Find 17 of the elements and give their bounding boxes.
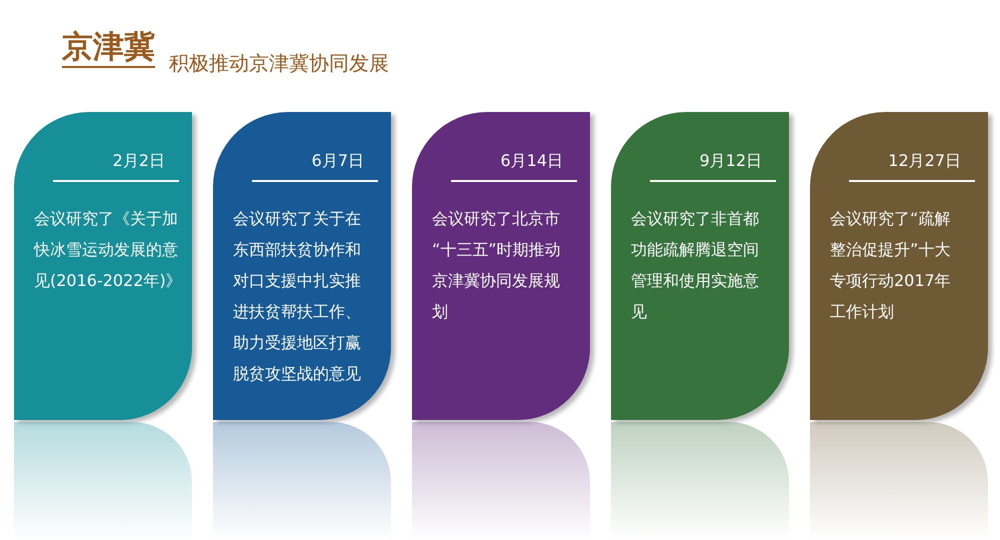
subtitle: 积极推动京津冀协同发展 xyxy=(169,50,389,76)
event-text: 会议研究了“疏解整治促提升”十大专项行动2017年工作计划 xyxy=(830,208,952,323)
date-card xyxy=(412,112,590,420)
date-label: 6月14日 xyxy=(500,150,563,172)
event-text: 会议研究了北京市“十三五”时期推动京津冀协同发展规划 xyxy=(432,208,562,323)
date-card xyxy=(810,112,988,420)
event-text: 会议研究了关于在东西部扶贫协作和对口支援中扎实推进扶贫帮扶工作、助力受援地区打赢脱贫攻坚战的意见 xyxy=(233,208,362,385)
title: 京津冀 xyxy=(62,28,155,68)
event-text: 会议研究了《关于加快冰雪运动发展的意见(2016-2022年)》 xyxy=(34,208,182,292)
event-text: 会议研究了非首都功能疏解腾退空间管理和使用实施意见 xyxy=(631,208,760,323)
date-label: 2月2日 xyxy=(112,150,165,172)
date-card xyxy=(611,112,789,420)
date-label: 12月27日 xyxy=(888,150,961,172)
date-card xyxy=(14,112,192,420)
date-card xyxy=(213,112,391,420)
date-label: 9月12日 xyxy=(699,150,762,172)
date-label: 6月7日 xyxy=(312,150,364,172)
